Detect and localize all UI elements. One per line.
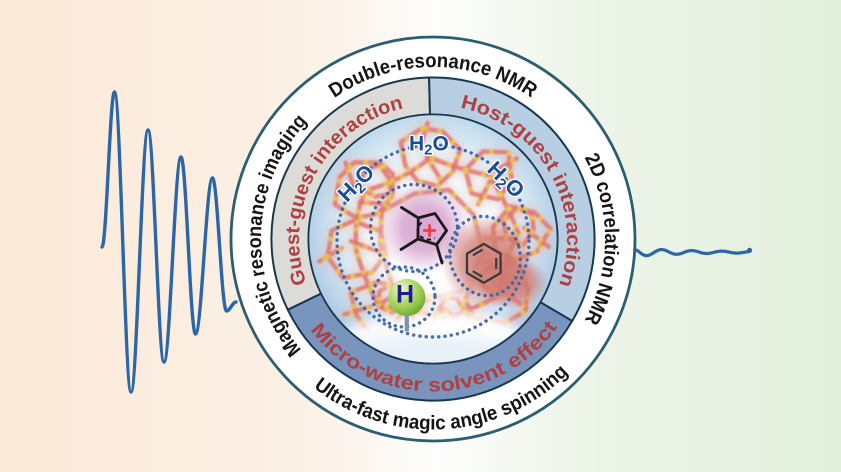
svg-text:H: H — [396, 281, 414, 309]
